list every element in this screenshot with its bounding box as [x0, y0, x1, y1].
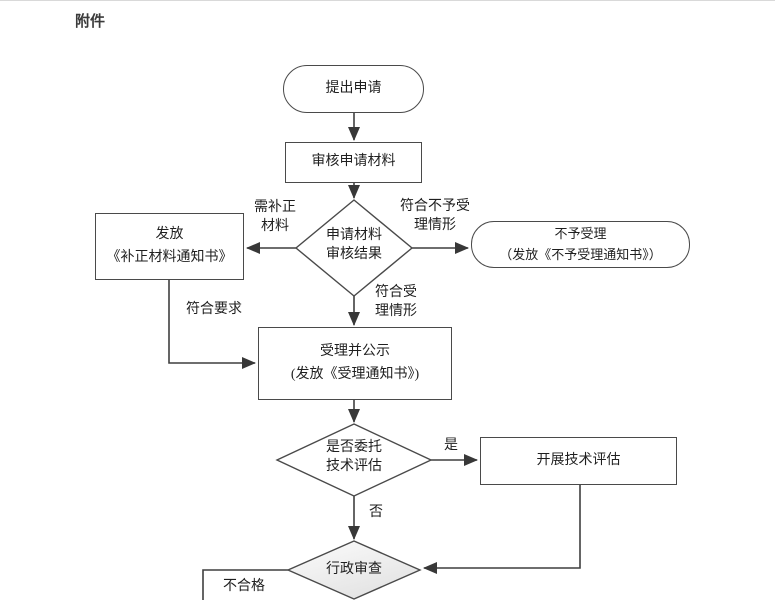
- decision-entrust-tech-eval-label: 是否委托 技术评估: [326, 440, 382, 474]
- node-conduct-tech-eval-label: 开展技术评估: [536, 452, 621, 468]
- edge-lines: [168, 113, 581, 600]
- edge-correction-to-accept: [168, 280, 256, 369]
- decision-admin-review-shape: [286, 540, 422, 600]
- decision-review-result-label: 申请材料 审核结果: [326, 228, 382, 262]
- decision-entrust-tech-eval-shape: [275, 423, 433, 497]
- node-issue-correction-notice: 发放 《补正材料通知书》: [95, 213, 244, 280]
- edge-label-meets-requirements: 符合要求: [186, 302, 242, 317]
- node-review-materials-label: 审核申请材料: [311, 154, 396, 170]
- edge-techeval-to-adminreview: [423, 485, 581, 574]
- node-start-label: 提出申请: [325, 80, 382, 96]
- edge-label-accept-case: 符合受 理情形: [375, 285, 417, 319]
- decision-review-result-shape: [294, 199, 414, 297]
- page-title: 附件: [75, 13, 106, 30]
- decision-admin-review-label: 行政审查: [326, 562, 382, 577]
- node-review-materials: 审核申请材料: [285, 142, 422, 183]
- edge-label-yes: 是: [444, 438, 458, 453]
- edge-label-unqualified: 不合格: [223, 579, 265, 594]
- edge-adminreview-unqualified: [202, 569, 288, 600]
- node-conduct-tech-eval: 开展技术评估: [480, 437, 677, 485]
- edge-label-not-accept-case: 符合不予受 理情形: [400, 199, 470, 233]
- edge-label-no: 否: [369, 505, 383, 520]
- decision-shapes: [275, 199, 433, 600]
- node-accept-publicize: 受理并公示 (发放《受理通知书》): [258, 327, 452, 400]
- edge-label-need-correction: 需补正 材料: [254, 200, 296, 234]
- node-start: 提出申请: [283, 65, 424, 113]
- node-not-accepted-label: 不予受理 （发放《不予受理通知书》）: [499, 225, 662, 262]
- node-issue-correction-notice-label: 发放 《补正材料通知书》: [106, 227, 233, 265]
- node-accept-publicize-label: 受理并公示 (发放《受理通知书》): [290, 344, 420, 382]
- node-not-accepted: 不予受理 （发放《不予受理通知书》）: [471, 221, 690, 268]
